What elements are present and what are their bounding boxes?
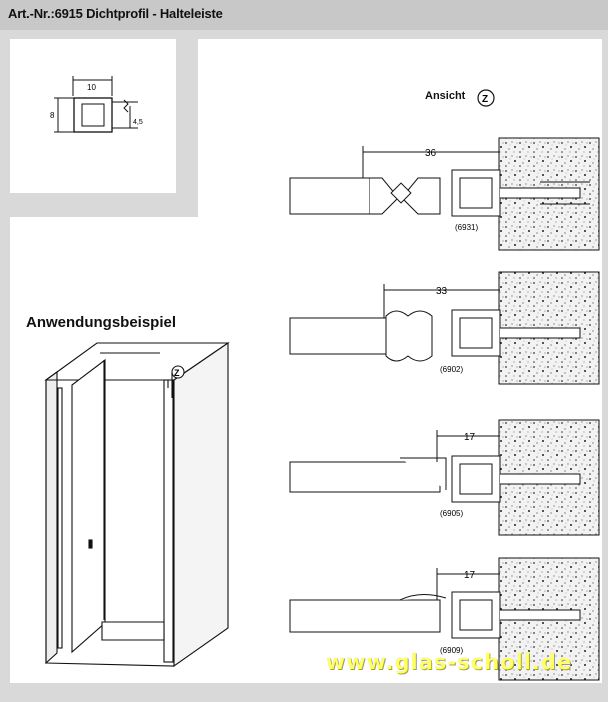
profile-dim-width: 10	[87, 83, 96, 92]
view-marker-icon	[477, 89, 495, 107]
detail-6905	[289, 430, 581, 503]
shower-marker: Z	[174, 368, 180, 378]
usage-title: Anwendungsbeispiel	[26, 314, 177, 331]
profile-dim-small: 4,5	[133, 119, 143, 126]
view-marker: Z	[482, 94, 488, 105]
shower-cabin	[44, 341, 230, 668]
detail-6902	[289, 284, 581, 362]
profile-section	[54, 76, 138, 133]
detail-1-dim: 36	[425, 148, 437, 159]
detail-3-code: (6905)	[440, 509, 463, 518]
detail-4-code: (6909)	[440, 646, 463, 655]
view-label: Ansicht	[425, 90, 466, 102]
detail-1-code: (6931)	[455, 223, 478, 232]
title-bar: Art.-Nr.:6915 Dichtprofil - Halteleiste	[0, 0, 608, 30]
detail-4-dim: 17	[464, 570, 476, 581]
detail-6931	[289, 146, 590, 217]
detail-3-dim: 17	[464, 432, 476, 443]
detail-6909	[289, 568, 581, 639]
website-watermark: www.glas-scholl.de	[325, 650, 572, 674]
wall-section	[498, 137, 600, 681]
detail-2-dim: 33	[436, 286, 448, 297]
page-title: Art.-Nr.:6915 Dichtprofil - Halteleiste	[8, 6, 223, 21]
detail-2-code: (6902)	[440, 365, 463, 374]
profile-dim-height: 8	[50, 111, 55, 120]
